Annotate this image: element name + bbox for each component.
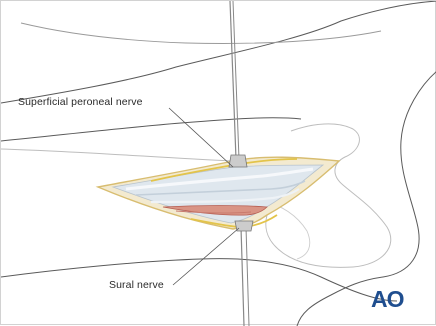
retractor-upper-shaft-edge (233, 1, 239, 159)
leader-line-sural (173, 228, 239, 285)
retractor-lower-shaft (241, 227, 244, 326)
sural-nerve-label: Sural nerve (109, 279, 164, 291)
leg-outline-upper (1, 1, 436, 103)
leg-outline-middle (1, 118, 301, 141)
skin-fold-upper (21, 23, 381, 44)
ao-logo: AO (371, 286, 404, 313)
leg-outline-lower (1, 259, 397, 301)
heel-outline (297, 71, 436, 326)
retractor-upper-shaft (230, 1, 236, 159)
retractor-lower-shaft-edge (246, 227, 249, 326)
retractor-upper-blade (229, 155, 247, 167)
superficial-peroneal-nerve-label: Superficial peroneal nerve (18, 96, 143, 108)
